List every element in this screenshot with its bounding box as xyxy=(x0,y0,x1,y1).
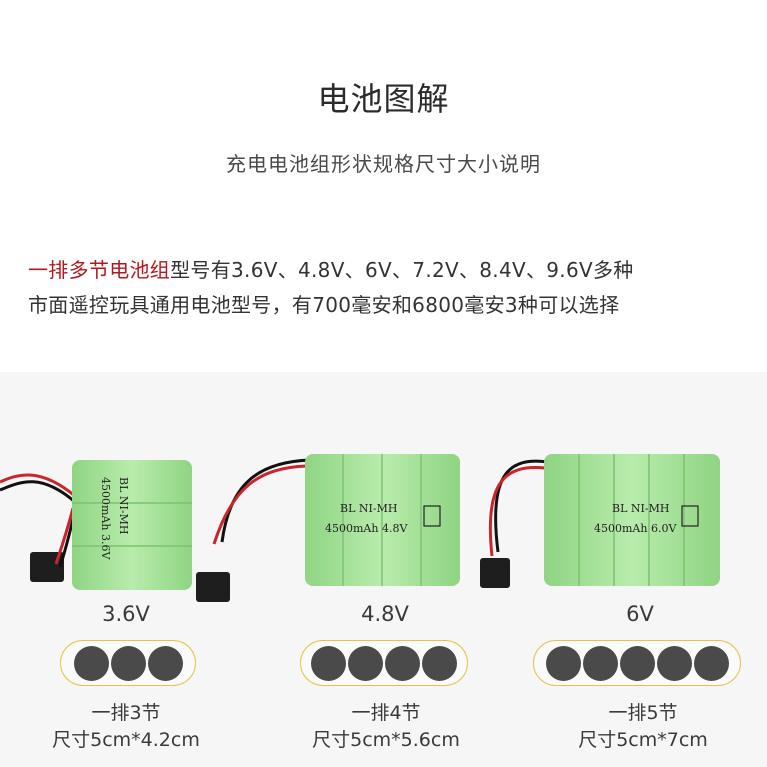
cell-circle xyxy=(619,645,655,681)
label-brand: BL NI-MH xyxy=(340,502,397,515)
label-spec: 4500mAh 4.8V xyxy=(325,522,408,535)
battery-pack-4-8v: BL NI-MH 4500mAh 4.8V xyxy=(196,454,460,602)
connector-plug xyxy=(30,552,64,582)
connector-plug xyxy=(480,558,510,588)
cell-count-caption: 一排5节 xyxy=(608,702,678,724)
voltage-label: 6V xyxy=(626,602,654,626)
battery-illustrations: BL NI-MH 4500mAh 3.6V BL NI-MH 4500mAh 4… xyxy=(0,454,720,602)
battery-pack-3-6v: BL NI-MH 4500mAh 3.6V xyxy=(0,460,192,590)
cell-row-4 xyxy=(300,640,468,686)
recycle-icon xyxy=(423,505,441,527)
cell-circle xyxy=(110,645,146,681)
label-brand: BL NI-MH xyxy=(612,502,669,515)
size-caption: 尺寸5cm*7cm xyxy=(578,729,708,751)
size-caption: 尺寸5cm*4.2cm xyxy=(52,729,200,751)
page-subtitle: 充电电池组形状规格尺寸大小说明 xyxy=(226,152,541,176)
cell-circle xyxy=(545,645,581,681)
voltage-label: 4.8V xyxy=(361,602,409,626)
page-title: 电池图解 xyxy=(317,80,450,118)
cell-row-3 xyxy=(60,640,196,686)
connector-plug xyxy=(196,572,230,602)
cell-circle xyxy=(73,645,109,681)
cell-row-5 xyxy=(533,640,741,686)
highlight-text: 一排多节电池组 xyxy=(28,258,171,282)
cell-circle xyxy=(348,645,383,681)
battery-pack-6v: BL NI-MH 4500mAh 6.0V xyxy=(480,454,720,588)
description-line-1-rest: 型号有3.6V、4.8V、6V、7.2V、8.4V、9.6V多种 xyxy=(170,258,634,282)
cell-count-caption: 一排4节 xyxy=(351,702,421,724)
cell-circle xyxy=(656,645,692,681)
cell-circle xyxy=(582,645,618,681)
size-caption: 尺寸5cm*5.6cm xyxy=(312,729,460,751)
cell-circle xyxy=(385,645,420,681)
cell-count-caption: 一排3节 xyxy=(91,702,161,724)
label-spec: 4500mAh 3.6V xyxy=(99,477,112,560)
cell-circle xyxy=(311,645,346,681)
cell-circle xyxy=(422,645,457,681)
label-brand: BL NI-MH xyxy=(117,477,130,534)
recycle-icon xyxy=(681,505,699,527)
cell-circle xyxy=(147,645,183,681)
description-line-1: 一排多节电池组型号有3.6V、4.8V、6V、7.2V、8.4V、9.6V多种 xyxy=(28,254,634,283)
voltage-label: 3.6V xyxy=(102,602,150,626)
cell-circle xyxy=(693,645,729,681)
label-spec: 4500mAh 6.0V xyxy=(594,522,677,535)
description-line-2: 市面遥控玩具通用电池型号，有700毫安和6800毫安3种可以选择 xyxy=(28,293,620,317)
